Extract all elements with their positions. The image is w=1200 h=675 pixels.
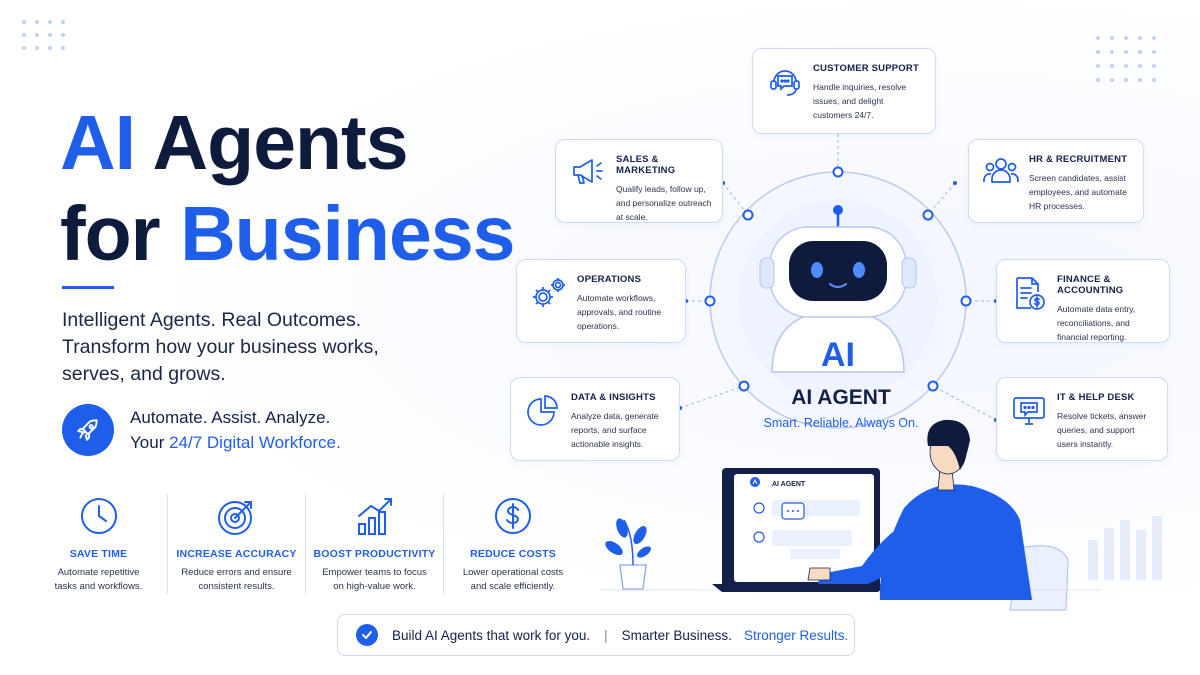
card-line: users instantly. <box>1057 439 1114 449</box>
benefit-boost-productivity: BOOST PRODUCTIVITY Empower teams to focu… <box>306 494 444 594</box>
benefit-desc-2: consistent results. <box>198 581 275 592</box>
card-finance-accounting: FINANCE & ACCOUNTING Automate data entry… <box>996 259 1170 343</box>
bar-growth-icon <box>306 496 443 538</box>
page-title: AI Agents for Business <box>60 98 515 280</box>
benefit-title: REDUCE COSTS <box>470 548 556 560</box>
title-word-agents: Agents <box>152 100 409 186</box>
checkmark-icon <box>356 624 378 646</box>
card-title: HR & RECRUITMENT <box>1029 154 1128 165</box>
benefit-desc-1: Lower operational costs <box>462 567 564 578</box>
document-dollar-icon <box>1007 274 1051 312</box>
card-line: and personalize outreach <box>616 198 712 208</box>
title-word-for: for <box>60 191 161 277</box>
benefits-row: SAVE TIME Automate repetitive tasks and w… <box>30 494 582 594</box>
card-line: Automate data entry, <box>1057 304 1136 314</box>
gears-icon <box>527 274 571 310</box>
card-line: financial reporting. <box>1057 332 1127 342</box>
benefit-desc-2: on high-value work. <box>333 581 416 592</box>
dot-grid-top-right <box>1096 36 1156 82</box>
card-line: reports, and surface <box>571 425 647 435</box>
agent-title: AI AGENT <box>791 386 891 409</box>
benefit-desc-1: Empower teams to focus <box>322 567 427 578</box>
card-line: Handle inquiries, resolve <box>813 82 907 92</box>
card-title: OPERATIONS <box>577 274 642 285</box>
clock-icon <box>30 496 167 538</box>
card-line: Qualify leads, follow up, <box>616 184 706 194</box>
agent-tagline: Smart. Reliable. Always On. <box>763 416 919 430</box>
card-line: HR processes. <box>1029 201 1085 211</box>
benefit-desc-1: Automate repetitive <box>57 567 140 578</box>
card-line: customers 24/7. <box>813 110 874 120</box>
card-line: queries, and support <box>1057 425 1135 435</box>
title-underline <box>62 286 114 289</box>
benefit-reduce-costs: REDUCE COSTS Lower operational costs and … <box>444 494 582 594</box>
card-hr-recruitment: HR & RECRUITMENT Screen candidates, assi… <box>968 139 1144 223</box>
agent-label: AI AGENT Smart. Reliable. Always On. <box>734 386 948 430</box>
card-title: SALES & MARKETING <box>616 154 676 176</box>
card-line: Analyze data, generate <box>571 411 659 421</box>
intro-line-3: serves, and grows. <box>62 363 226 385</box>
intro-text: Intelligent Agents. Real Outcomes. Trans… <box>62 307 442 388</box>
card-line: actionable insights. <box>571 439 644 449</box>
cta-bar: Build AI Agents that work for you. | Sma… <box>337 614 855 656</box>
benefit-title: SAVE TIME <box>69 548 128 560</box>
cta-text-1: Build AI Agents that work for you. <box>392 627 591 643</box>
card-line: employees, and automate <box>1029 187 1127 197</box>
benefit-title: BOOST PRODUCTIVITY <box>313 548 436 560</box>
dollar-icon <box>444 496 582 538</box>
automate-callout: Automate. Assist. Analyze. Your 24/7 Dig… <box>62 404 341 456</box>
dot-grid-top-left <box>22 20 65 50</box>
title-word-business: Business <box>180 191 515 277</box>
monitor-chat-icon <box>1007 392 1051 428</box>
card-title: CUSTOMER SUPPORT <box>813 63 919 74</box>
cta-text-2: Smarter Business. <box>621 627 732 643</box>
cta-text-3: Stronger Results. <box>743 627 849 643</box>
benefit-increase-accuracy: INCREASE ACCURACY Reduce errors and ensu… <box>168 494 306 594</box>
card-line: reconciliations, and <box>1057 318 1130 328</box>
card-data-insights: DATA & INSIGHTS Analyze data, generate re… <box>510 377 680 461</box>
card-line: Screen candidates, assist <box>1029 173 1126 183</box>
card-title: FINANCE & ACCOUNTING <box>1057 274 1124 296</box>
benefit-save-time: SAVE TIME Automate repetitive tasks and w… <box>30 494 168 594</box>
card-line: Resolve tickets, answer <box>1057 411 1147 421</box>
title-word-ai: AI <box>60 100 136 186</box>
people-group-icon <box>979 154 1023 186</box>
intro-line-1: Intelligent Agents. Real Outcomes. <box>62 309 362 331</box>
card-line: operations. <box>577 321 620 331</box>
card-line: Automate workflows, <box>577 293 656 303</box>
benefit-title: INCREASE ACCURACY <box>176 548 297 560</box>
target-icon <box>168 496 305 538</box>
rocket-icon <box>62 404 114 456</box>
card-operations: OPERATIONS Automate workflows, approvals,… <box>516 259 686 343</box>
cta-separator: | <box>604 627 608 643</box>
benefit-desc-1: Reduce errors and ensure <box>181 567 292 578</box>
card-line: at scale. <box>616 212 648 222</box>
automate-line-1: Automate. Assist. Analyze. <box>130 408 331 427</box>
card-customer-support: CUSTOMER SUPPORT Handle inquiries, resol… <box>752 48 936 134</box>
card-line: issues, and delight <box>813 96 884 106</box>
benefit-desc-2: and scale efficiently. <box>470 581 556 592</box>
card-line: approvals, and routine <box>577 307 662 317</box>
automate-prefix: Your <box>130 433 165 452</box>
chat-headset-icon <box>763 63 807 99</box>
intro-line-2: Transform how your business works, <box>62 336 379 358</box>
megaphone-icon <box>566 154 610 186</box>
benefit-desc-2: tasks and workflows. <box>54 581 143 592</box>
card-sales-marketing: SALES & MARKETING Qualify leads, follow … <box>555 139 723 223</box>
card-title: DATA & INSIGHTS <box>571 392 656 403</box>
card-title: IT & HELP DESK <box>1057 392 1135 403</box>
pie-chart-icon <box>521 392 565 428</box>
card-it-help-desk: IT & HELP DESK Resolve tickets, answer qu… <box>996 377 1168 461</box>
automate-highlight: 24/7 Digital Workforce. <box>169 433 341 452</box>
